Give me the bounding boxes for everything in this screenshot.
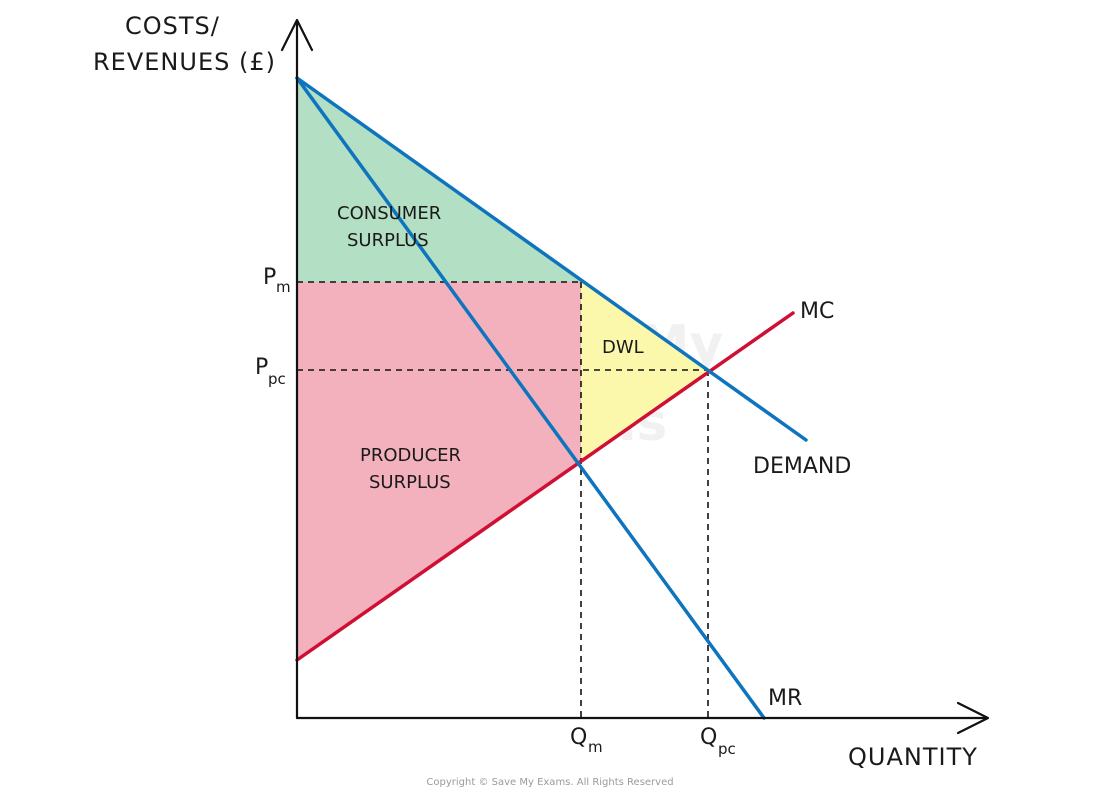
guide-lines	[297, 281, 709, 718]
axes	[280, 18, 990, 735]
x-axis-title: QUANTITY	[848, 743, 978, 771]
demand-label: DEMAND	[753, 454, 851, 479]
qm-tick-label: Q m	[570, 725, 603, 756]
producer-surplus-label-line2: SURPLUS	[369, 472, 451, 493]
producer-surplus-region	[297, 282, 581, 660]
y-axis-title-line2: REVENUES (£)	[93, 48, 276, 76]
qpc-sub: pc	[718, 740, 736, 758]
pm-tick-label: P m	[263, 265, 291, 296]
producer-surplus-label-line1: PRODUCER	[360, 445, 461, 466]
mr-curve	[295, 76, 766, 720]
x-axis-arrow-icon	[956, 701, 990, 735]
mr-label: MR	[768, 686, 802, 711]
qm-sub: m	[588, 738, 603, 756]
qm-main: Q	[570, 725, 587, 750]
dwl-label: DWL	[602, 337, 644, 358]
y-axis-arrow-icon	[280, 18, 314, 52]
ppc-tick-label: P pc	[255, 355, 286, 388]
ppc-main: P	[255, 355, 268, 380]
qpc-main: Q	[700, 725, 717, 750]
ppc-sub: pc	[268, 370, 286, 388]
y-axis-title-line1: COSTS/	[125, 12, 220, 40]
pm-main: P	[263, 265, 276, 290]
deadweight-loss-region	[581, 282, 708, 460]
copyright-notice: Copyright © Save My Exams. All Rights Re…	[426, 777, 673, 788]
consumer-surplus-label-line1: CONSUMER	[337, 203, 441, 224]
qpc-tick-label: Q pc	[700, 725, 736, 758]
pm-sub: m	[276, 278, 291, 296]
mc-label: MC	[800, 299, 834, 324]
consumer-surplus-label-line2: SURPLUS	[347, 230, 429, 251]
demand-curve	[295, 76, 808, 442]
